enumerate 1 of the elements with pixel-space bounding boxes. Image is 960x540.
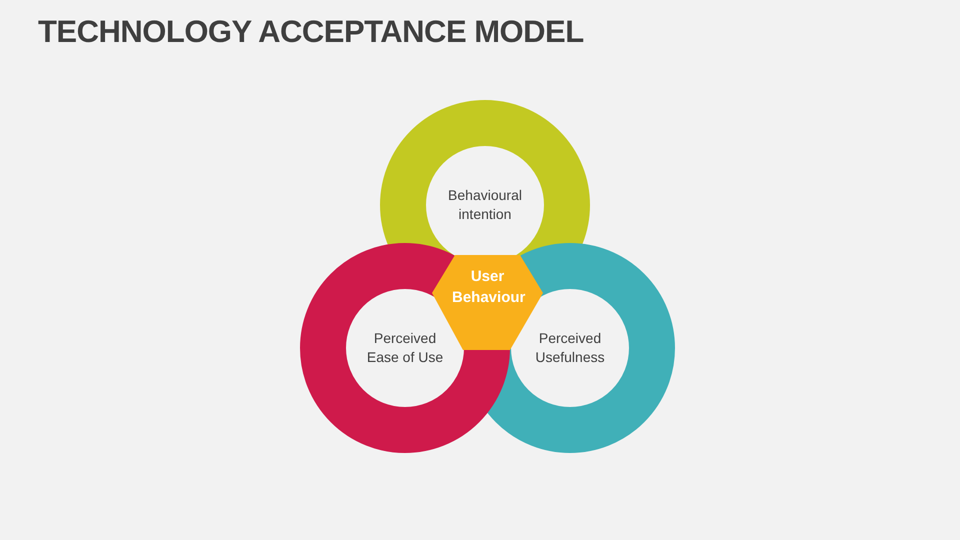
title: TECHNOLOGY ACCEPTANCE MODEL [38,14,584,50]
